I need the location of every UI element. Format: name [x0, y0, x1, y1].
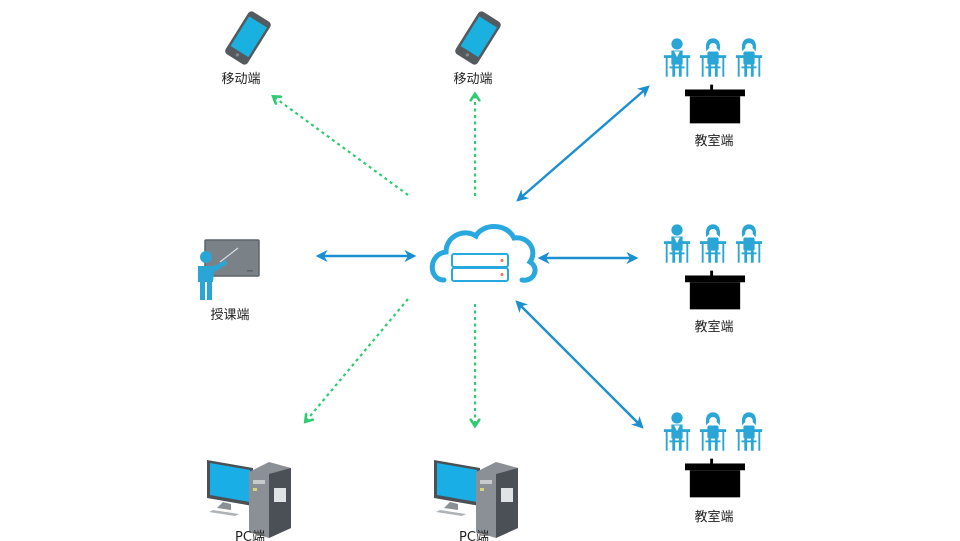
- cloud-server-icon: [429, 224, 538, 283]
- node-teacher: 授课端: [198, 239, 260, 323]
- smartphone-icon: [455, 11, 501, 65]
- student-icon: [663, 224, 691, 263]
- node-pc-1: PC端: [207, 460, 291, 541]
- student-icon: [699, 38, 727, 77]
- desktop-computer-icon: [207, 460, 291, 538]
- edges: [274, 85, 650, 429]
- edge-to-classroom-1: [516, 85, 650, 202]
- edge-to-mobile-1: [274, 97, 409, 196]
- node-label: 教室端: [694, 133, 733, 149]
- node-mobile-1: 移动端: [221, 11, 271, 87]
- smartphone-icon: [225, 11, 271, 65]
- node-label: 教室端: [694, 509, 733, 525]
- node-label: 移动端: [453, 72, 492, 87]
- edge-to-classroom-3: [515, 300, 644, 429]
- node-label: 教室端: [694, 319, 733, 335]
- desk-icon: [685, 458, 745, 498]
- classroom-icon: [663, 38, 763, 124]
- classroom-icon: [663, 412, 763, 498]
- node-label: PC端: [235, 530, 265, 541]
- node-label: 移动端: [221, 72, 260, 87]
- student-icon: [735, 412, 763, 451]
- node-classroom-3: 教室端: [663, 412, 763, 525]
- node-label: PC端: [459, 530, 489, 541]
- student-icon: [663, 412, 691, 451]
- student-icon: [699, 224, 727, 263]
- student-icon: [663, 38, 691, 77]
- student-icon: [735, 38, 763, 77]
- classroom-icon: [663, 224, 763, 310]
- edge-to-pc-1: [306, 298, 409, 421]
- node-classroom-1: 教室端: [663, 38, 763, 149]
- desktop-computer-icon: [434, 460, 518, 538]
- node-classroom-2: 教室端: [663, 224, 763, 335]
- student-icon: [735, 224, 763, 263]
- node-mobile-2: 移动端: [453, 11, 501, 87]
- desk-icon: [685, 84, 745, 124]
- student-icon: [699, 412, 727, 451]
- teacher-blackboard-icon: [198, 239, 260, 300]
- desk-icon: [685, 270, 745, 310]
- node-pc-2: PC端: [434, 460, 518, 541]
- node-label: 授课端: [210, 308, 249, 323]
